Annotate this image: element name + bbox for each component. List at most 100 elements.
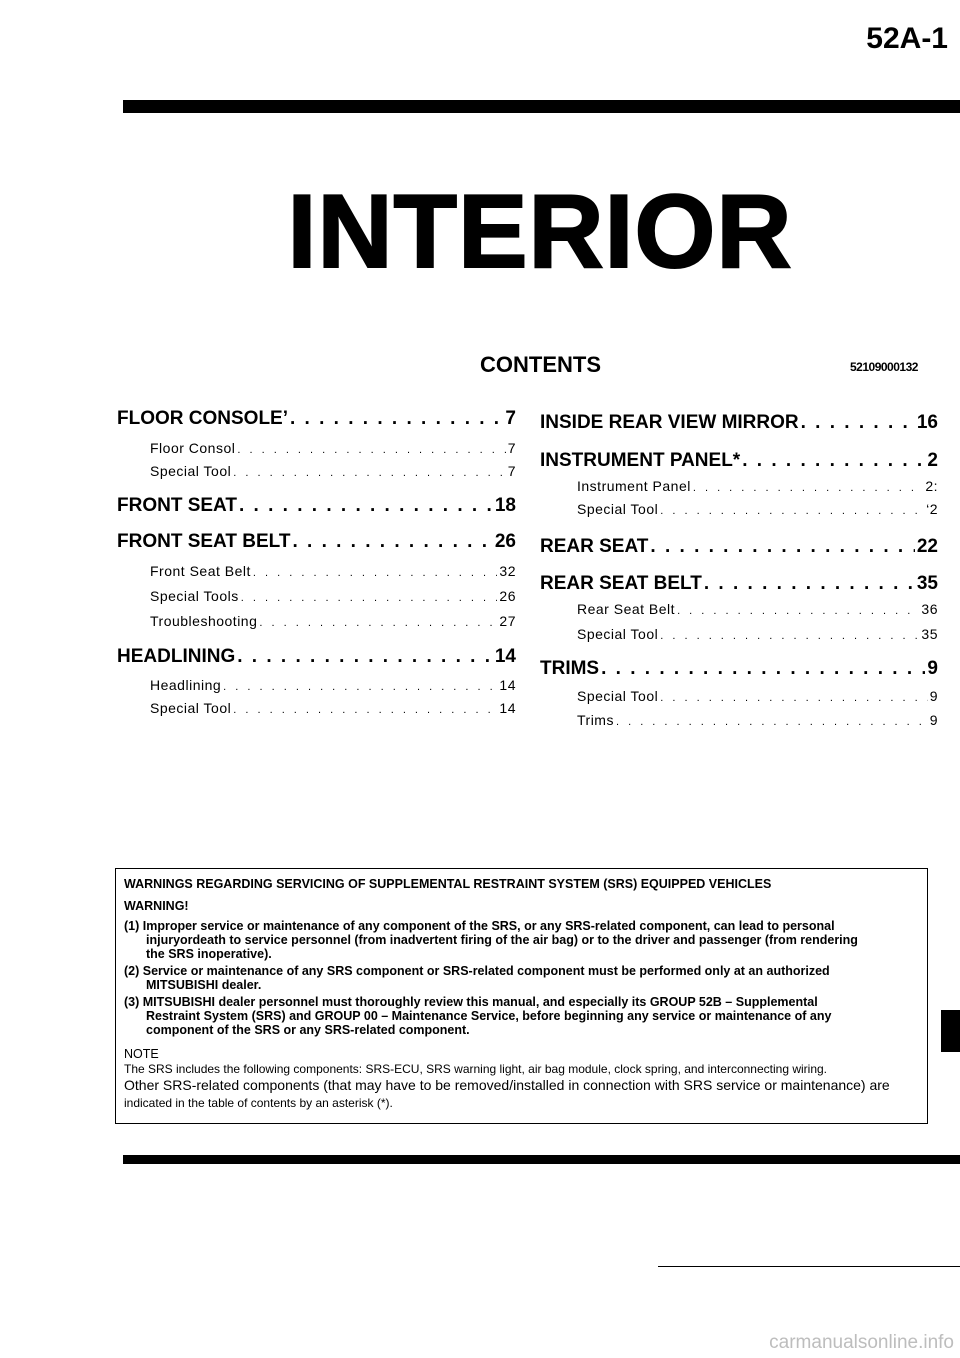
toc-entry-label: FRONT SEAT bbox=[117, 495, 237, 516]
section-tab-marker bbox=[941, 1010, 960, 1052]
toc-entry: INSIDE REAR VIEW MIRROR . . . . . . . . … bbox=[540, 412, 938, 438]
toc-entry-page: 16 bbox=[916, 412, 938, 433]
note-line-3: indicated in the table of contents by an… bbox=[124, 1096, 393, 1110]
top-rule bbox=[123, 100, 960, 113]
warning-item-3c: component of the SRS or any SRS-related … bbox=[146, 1023, 470, 1037]
toc-leader-dots: . . . . . . . . . . . . . . . . . . . . … bbox=[615, 716, 928, 728]
toc-entry: TRIMS . . . . . . . . . . . . . . . . . … bbox=[540, 658, 938, 684]
toc-leader-dots: . . . . . . . . . . . . . . . . . . . . … bbox=[292, 531, 492, 552]
toc-entry-label: HEADLINING bbox=[117, 646, 236, 667]
toc-leader-dots: . . . . . . . . . . . . . . . . . . . . … bbox=[223, 681, 497, 693]
toc-leader-dots: . . . . . . . . . . . . . . . . . . . . … bbox=[252, 567, 498, 579]
toc-leader-dots: . . . . . . . . . . . . . . . . . . . . … bbox=[660, 630, 919, 642]
toc-entry: Floor Consol . . . . . . . . . . . . . .… bbox=[150, 440, 516, 460]
document-code: 52109000132 bbox=[850, 360, 918, 374]
toc-entry: Rear Seat Belt . . . . . . . . . . . . .… bbox=[577, 601, 938, 621]
toc-entry-page: 7 bbox=[505, 408, 516, 429]
toc-entry-label: INSIDE REAR VIEW MIRROR bbox=[540, 412, 799, 433]
toc-leader-dots: . . . . . . . . . . . . . . . . . . . . … bbox=[677, 605, 919, 617]
toc-entry: Special Tool . . . . . . . . . . . . . .… bbox=[150, 463, 516, 483]
toc-entry-page: 2: bbox=[925, 478, 938, 494]
toc-entry-page: 26 bbox=[494, 531, 516, 552]
warning-label: WARNING! bbox=[124, 899, 189, 913]
contents-heading: CONTENTS bbox=[480, 352, 601, 377]
toc-entry: Special Tool . . . . . . . . . . . . . .… bbox=[150, 700, 516, 720]
toc-entry: FRONT SEAT . . . . . . . . . . . . . . .… bbox=[117, 495, 516, 521]
toc-entry-page: 9 bbox=[929, 712, 938, 728]
toc-leader-dots: . . . . . . . . . . . . . . . . . . . . … bbox=[240, 592, 498, 604]
toc-entry-page: ‘2 bbox=[926, 501, 938, 517]
toc-entry: Special Tool . . . . . . . . . . . . . .… bbox=[577, 626, 938, 646]
bottom-rule bbox=[123, 1155, 960, 1164]
toc-entry-label: Instrument Panel bbox=[577, 478, 691, 494]
toc-entry-page: 14 bbox=[499, 700, 516, 716]
toc-entry-label: Special Tool bbox=[577, 501, 659, 517]
toc-entry-page: 35 bbox=[921, 626, 938, 642]
toc-entry-page: 9 bbox=[927, 658, 938, 679]
toc-entry: INSTRUMENT PANEL* . . . . . . . . . . . … bbox=[540, 450, 938, 476]
toc-entry-page: 35 bbox=[916, 573, 938, 594]
note-line-1: The SRS includes the following component… bbox=[124, 1062, 828, 1076]
toc-entry: HEADLINING . . . . . . . . . . . . . . .… bbox=[117, 646, 516, 672]
toc-leader-dots: . . . . . . . . . . . . . . . . . . . . … bbox=[238, 495, 493, 516]
toc-entry-page: 7 bbox=[507, 463, 516, 479]
toc-leader-dots: . . . . . . . . . . . . . . . . . . . . … bbox=[237, 444, 505, 456]
toc-entry: Instrument Panel . . . . . . . . . . . .… bbox=[577, 478, 938, 498]
toc-entry-label: Special Tools bbox=[150, 588, 239, 604]
toc-entry: Troubleshooting . . . . . . . . . . . . … bbox=[150, 613, 516, 633]
toc-entry: Front Seat Belt . . . . . . . . . . . . … bbox=[150, 563, 516, 583]
toc-leader-dots: . . . . . . . . . . . . . . . . . . . . … bbox=[800, 412, 915, 433]
toc-leader-dots: . . . . . . . . . . . . . . . . . . . . … bbox=[660, 505, 924, 517]
toc-entry-label: Rear Seat Belt bbox=[577, 601, 676, 617]
toc-leader-dots: . . . . . . . . . . . . . . . . . . . . … bbox=[692, 482, 923, 494]
page-number: 52A-1 bbox=[866, 22, 948, 55]
toc-entry-page: 26 bbox=[499, 588, 516, 604]
toc-entry-label: Troubleshooting bbox=[150, 613, 258, 629]
toc-leader-dots: . . . . . . . . . . . . . . . . . . . . … bbox=[233, 467, 506, 479]
warning-item-3a: (3) MITSUBISHI dealer personnel must tho… bbox=[124, 995, 818, 1009]
toc-entry-label: Trims bbox=[577, 712, 614, 728]
warning-item-2b: MITSUBISHI dealer. bbox=[146, 978, 262, 992]
warning-item-3b: Restraint System (SRS) and GROUP 00 – Ma… bbox=[146, 1009, 832, 1023]
toc-entry-label: Special Tool bbox=[577, 626, 659, 642]
warning-item-1b: injuryordeath to service personnel (from… bbox=[146, 933, 858, 947]
footer-rule bbox=[658, 1266, 960, 1267]
toc-entry: Headlining . . . . . . . . . . . . . . .… bbox=[150, 677, 516, 697]
note-label: NOTE bbox=[124, 1047, 159, 1061]
toc-leader-dots: . . . . . . . . . . . . . . . . . . . . … bbox=[237, 646, 493, 667]
toc-entry-page: 14 bbox=[499, 677, 516, 693]
toc-leader-dots: . . . . . . . . . . . . . . . . . . . . … bbox=[290, 408, 503, 429]
toc-entry-label: Special Tool bbox=[577, 688, 659, 704]
toc-entry-label: Floor Consol bbox=[150, 440, 236, 456]
toc-entry-page: 7 bbox=[507, 440, 516, 456]
note-line-2: Other SRS-related components (that may h… bbox=[124, 1077, 890, 1093]
toc-entry-label: FLOOR CONSOLE’ bbox=[117, 408, 288, 429]
toc-entry-label: Special Tool bbox=[150, 700, 232, 716]
toc-leader-dots: . . . . . . . . . . . . . . . . . . . . … bbox=[233, 704, 497, 716]
toc-entry: Special Tool . . . . . . . . . . . . . .… bbox=[577, 688, 938, 708]
chapter-title: INTERIOR bbox=[287, 174, 793, 290]
toc-leader-dots: . . . . . . . . . . . . . . . . . . . . … bbox=[742, 450, 925, 471]
toc-leader-dots: . . . . . . . . . . . . . . . . . . . . … bbox=[660, 692, 927, 704]
toc-entry-page: 36 bbox=[921, 601, 938, 617]
toc-entry-label: INSTRUMENT PANEL* bbox=[540, 450, 741, 471]
toc-leader-dots: . . . . . . . . . . . . . . . . . . . . … bbox=[703, 573, 915, 594]
toc-entry: FLOOR CONSOLE’ . . . . . . . . . . . . .… bbox=[117, 408, 516, 434]
warning-title: WARNINGS REGARDING SERVICING OF SUPPLEME… bbox=[124, 877, 772, 891]
toc-entry: Special Tool . . . . . . . . . . . . . .… bbox=[577, 501, 938, 521]
toc-entry: Trims . . . . . . . . . . . . . . . . . … bbox=[577, 712, 938, 732]
toc-entry: REAR SEAT . . . . . . . . . . . . . . . … bbox=[540, 536, 938, 562]
toc-entry: REAR SEAT BELT . . . . . . . . . . . . .… bbox=[540, 573, 938, 599]
toc-leader-dots: . . . . . . . . . . . . . . . . . . . . … bbox=[601, 658, 925, 679]
srs-warning-box: WARNINGS REGARDING SERVICING OF SUPPLEME… bbox=[115, 868, 928, 1124]
watermark: carmanualsonline.info bbox=[769, 1332, 954, 1353]
warning-item-1c: the SRS inoperative). bbox=[146, 947, 272, 961]
warning-item-2a: (2) Service or maintenance of any SRS co… bbox=[124, 964, 830, 978]
toc-entry-page: 18 bbox=[494, 495, 516, 516]
toc-entry-label: REAR SEAT BELT bbox=[540, 573, 702, 594]
warning-item-1a: (1) Improper service or maintenance of a… bbox=[124, 919, 835, 933]
toc-entry-label: FRONT SEAT BELT bbox=[117, 531, 291, 552]
toc-entry-page: 32 bbox=[499, 563, 516, 579]
toc-entry-label: Special Tool bbox=[150, 463, 232, 479]
toc-entry: FRONT SEAT BELT . . . . . . . . . . . . … bbox=[117, 531, 516, 557]
